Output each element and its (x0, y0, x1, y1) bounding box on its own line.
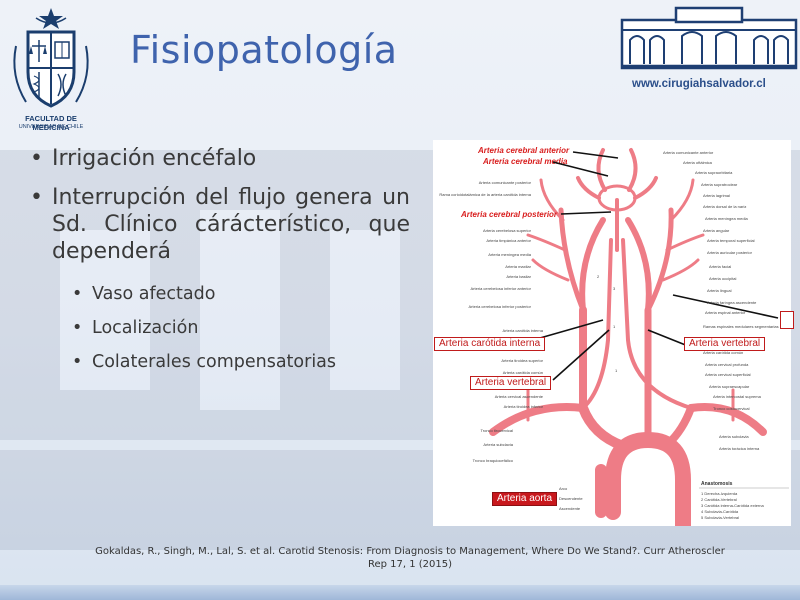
svg-text:Tronco costocervical: Tronco costocervical (713, 406, 750, 411)
university-name: UNIVERSIDAD DE CHILE (18, 124, 84, 130)
svg-text:Tronco braquiocefálico: Tronco braquiocefálico (473, 458, 514, 463)
svg-text:Tronco tirocervical: Tronco tirocervical (480, 428, 513, 433)
svg-text:3: 3 (613, 286, 616, 291)
svg-text:Arteria basilar: Arteria basilar (506, 274, 531, 279)
hospital-building-icon (620, 6, 798, 70)
svg-text:Arteria cervical ascendente: Arteria cervical ascendente (495, 394, 544, 399)
anastomosis-legend: Anastomosis 1 Derecha-Izquierda 2 Caróti… (699, 481, 789, 520)
svg-text:4 Subclavia-Carótida: 4 Subclavia-Carótida (701, 509, 739, 514)
sub-bullet-item: Colaterales compensatorias (72, 345, 410, 379)
svg-text:Arteria lagrimal: Arteria lagrimal (703, 193, 730, 198)
svg-text:Arteria lingual: Arteria lingual (707, 288, 732, 293)
svg-text:Descendente: Descendente (559, 496, 583, 501)
svg-text:2: 2 (597, 274, 600, 279)
sub-bullet-item: Vaso afectado (72, 277, 410, 311)
svg-text:Arteria cerebelosa inferior an: Arteria cerebelosa inferior anterior (471, 286, 532, 291)
svg-text:Arteria cerebelosa inferior po: Arteria cerebelosa inferior posterior (469, 304, 532, 309)
svg-text:1: 1 (613, 324, 616, 329)
svg-text:Arteria carótida interna: Arteria carótida interna (503, 328, 544, 333)
artery-diagram: 1 1 2 3 Arteria cerebral anterior Arteria … (439, 146, 789, 526)
bullet-item: Interrupción del flujo genera un Sd. Clí… (30, 184, 410, 265)
citation-line-2: Rep 17, 1 (2015) (367, 559, 453, 570)
sub-bullet-item: Localización (72, 311, 410, 345)
svg-text:Arteria dorsal de la nariz: Arteria dorsal de la nariz (703, 204, 746, 209)
svg-text:Arteria intercostal suprema: Arteria intercostal suprema (713, 394, 762, 399)
svg-text:Arteria temporal superficial: Arteria temporal superficial (707, 238, 755, 243)
svg-text:Arteria tiroidea inferior: Arteria tiroidea inferior (504, 404, 544, 409)
svg-text:Arteria meníngea media: Arteria meníngea media (488, 252, 531, 257)
svg-text:Arteria maxilar: Arteria maxilar (505, 264, 531, 269)
sub-bullet-list: Vaso afectado Localización Colaterales c… (30, 277, 410, 379)
svg-text:Arteria angular: Arteria angular (703, 228, 730, 233)
svg-text:1 Derecha-Izquierda: 1 Derecha-Izquierda (701, 491, 738, 496)
svg-text:2 Carótida-Vertebral: 2 Carótida-Vertebral (701, 497, 737, 502)
svg-text:Arteria cervical superficial: Arteria cervical superficial (705, 372, 751, 377)
svg-text:Arteria subclavia: Arteria subclavia (483, 442, 513, 447)
svg-text:Arteria faríngea ascendente: Arteria faríngea ascendente (707, 300, 757, 305)
svg-text:Arteria auricular posterior: Arteria auricular posterior (707, 250, 753, 255)
site-url-link[interactable]: www.cirugiahsalvador.cl (632, 78, 766, 90)
svg-text:Arteria occipital: Arteria occipital (709, 276, 736, 281)
svg-text:Arteria supraescapular: Arteria supraescapular (709, 384, 750, 389)
svg-text:Arteria timpánica anterior: Arteria timpánica anterior (486, 238, 531, 243)
aorta-part-labels: Arco Descendente Ascendente (559, 486, 583, 511)
svg-text:Arteria comunicante posterior: Arteria comunicante posterior (479, 180, 532, 185)
faculty-name: FACULTAD DE MEDICINA (25, 114, 77, 132)
svg-text:Arteria facial: Arteria facial (709, 264, 731, 269)
svg-text:Arteria carótida común: Arteria carótida común (503, 370, 543, 375)
label-vertebral-right: Arteria vertebral (684, 337, 766, 351)
svg-text:Ascendente: Ascendente (559, 506, 581, 511)
svg-text:Ramas espinales medulares segm: Ramas espinales medulares segmentarias (703, 324, 779, 329)
svg-text:Arteria subclavia: Arteria subclavia (719, 434, 749, 439)
citation: Gokaldas, R., Singh, M., Lal, S. et al. … (60, 545, 760, 571)
label-vertebral-left: Arteria vertebral (470, 376, 552, 390)
svg-text:5 Subclavia-Vertebral: 5 Subclavia-Vertebral (701, 515, 739, 520)
svg-text:Arteria espinal anterior: Arteria espinal anterior (705, 310, 746, 315)
university-crest-icon (13, 8, 89, 108)
label-box-edge (780, 311, 794, 329)
label-carotida-interna: Arteria carótida interna (434, 337, 546, 351)
slide-title: Fisiopatología (130, 28, 398, 72)
arterial-anatomy-figure: 1 1 2 3 Arteria cerebral anterior Arteria … (433, 140, 791, 526)
svg-text:Arteria supraorbitaria: Arteria supraorbitaria (695, 170, 733, 175)
svg-text:Arco: Arco (559, 486, 568, 491)
bullet-item: Irrigación encéfalo (30, 145, 410, 172)
svg-text:3 Carótida interna-Carótida e: 3 Carótida interna-Carótida externa (701, 503, 764, 508)
label-aorta: Arteria aorta (492, 492, 558, 506)
svg-text:Arteria meníngea media: Arteria meníngea media (705, 216, 748, 221)
svg-text:Arteria carótida común: Arteria carótida común (703, 350, 743, 355)
right-small-labels: Arteria comunicante anterior Arteria oft… (663, 150, 779, 451)
svg-text:Arteria cerebelosa superior: Arteria cerebelosa superior (483, 228, 532, 233)
svg-text:Rama corioidotalámica de la ar: Rama corioidotalámica de la arteria caró… (439, 192, 531, 197)
bullet-list: Irrigación encéfalo Interrupción del flu… (30, 145, 410, 379)
bottom-band (0, 585, 800, 600)
label-cerebral-anterior: Arteria cerebral anterior (477, 146, 570, 155)
svg-text:Arteria comunicante anterior: Arteria comunicante anterior (663, 150, 714, 155)
svg-text:Anastomosis: Anastomosis (701, 481, 733, 487)
label-cerebral-posterior: Arteria cerebral posterior (460, 210, 558, 219)
svg-text:Arteria oftálmica: Arteria oftálmica (683, 160, 713, 165)
svg-text:Arteria supratroclear: Arteria supratroclear (701, 182, 738, 187)
label-cerebral-media: Arteria cerebral media (482, 157, 568, 166)
citation-line-1: Gokaldas, R., Singh, M., Lal, S. et al. … (95, 546, 725, 557)
svg-text:Arteria torácica interna: Arteria torácica interna (719, 446, 760, 451)
svg-text:1: 1 (615, 368, 618, 373)
svg-text:Arteria cervical profunda: Arteria cervical profunda (705, 362, 749, 367)
svg-text:Arteria tiroidea superior: Arteria tiroidea superior (501, 358, 543, 363)
faculty-logo: FACULTAD DE MEDICINA UNIVERSIDAD DE CHIL… (6, 6, 96, 136)
left-small-labels: Arteria comunicante posterior Rama corio… (439, 180, 543, 463)
